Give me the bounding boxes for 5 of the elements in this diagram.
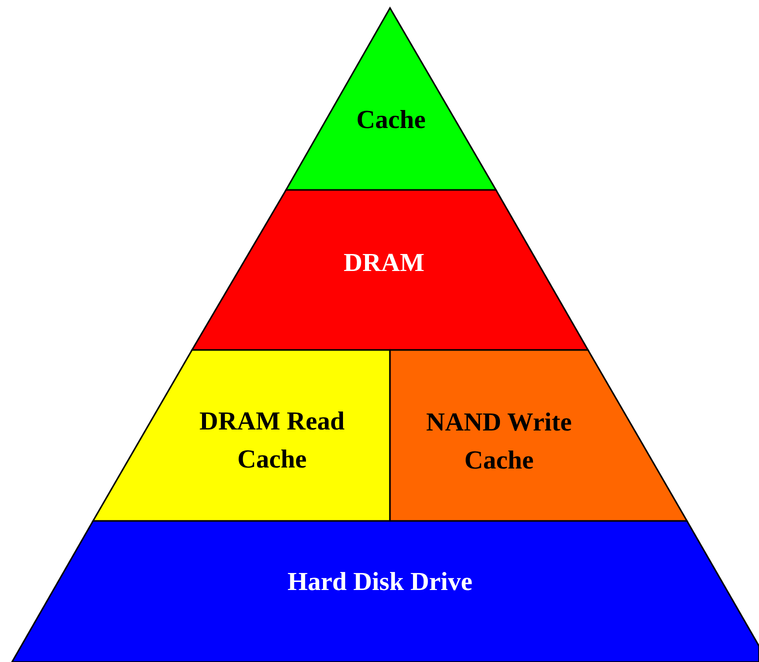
tier-label: DRAM bbox=[342, 247, 426, 280]
tier-label: DRAM Read Cache bbox=[198, 405, 346, 475]
tier-label: NAND Write Cache bbox=[425, 406, 573, 476]
tier-label: Cache bbox=[355, 104, 427, 136]
tier-label: Hard Disk Drive bbox=[286, 566, 474, 598]
